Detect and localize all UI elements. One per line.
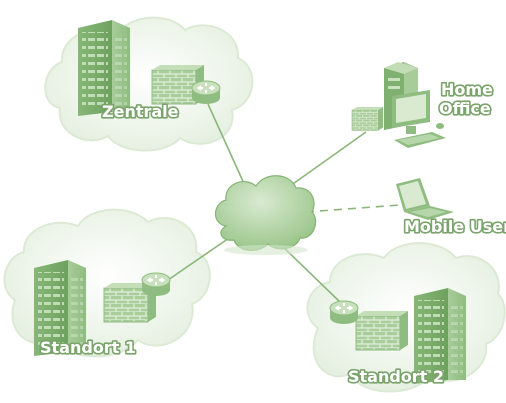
- label-standort1: Standort 1: [40, 338, 136, 357]
- node-standort1: Standort 1: [34, 260, 171, 359]
- link-standort1: [167, 235, 233, 281]
- label-zentrale: Zentrale: [102, 102, 179, 121]
- node-mobile-user: Mobile User: [396, 178, 506, 238]
- firewall-icon: [351, 106, 384, 131]
- node-home-office: Home Office: [351, 62, 495, 148]
- node-zentrale: Zentrale: [78, 20, 221, 123]
- link-home-office: [289, 131, 367, 187]
- link-mobile-user: [305, 204, 401, 213]
- router-icon: [191, 80, 221, 105]
- router-icon: [329, 300, 359, 325]
- label-standort2: Standort 2: [348, 367, 444, 386]
- node-standort2: Standort 2: [329, 288, 466, 388]
- router-icon: [141, 272, 171, 297]
- desktop-computer-icon: [384, 62, 446, 148]
- internet-cloud-icon: [214, 175, 317, 255]
- laptop-icon: [396, 178, 454, 220]
- firewall-icon: [355, 310, 409, 351]
- label-office: Office: [439, 99, 491, 118]
- link-zentrale: [207, 103, 247, 189]
- cloud-zentrale: [44, 16, 254, 152]
- label-home: Home: [441, 80, 493, 99]
- label-mobile-user: Mobile User: [404, 217, 506, 236]
